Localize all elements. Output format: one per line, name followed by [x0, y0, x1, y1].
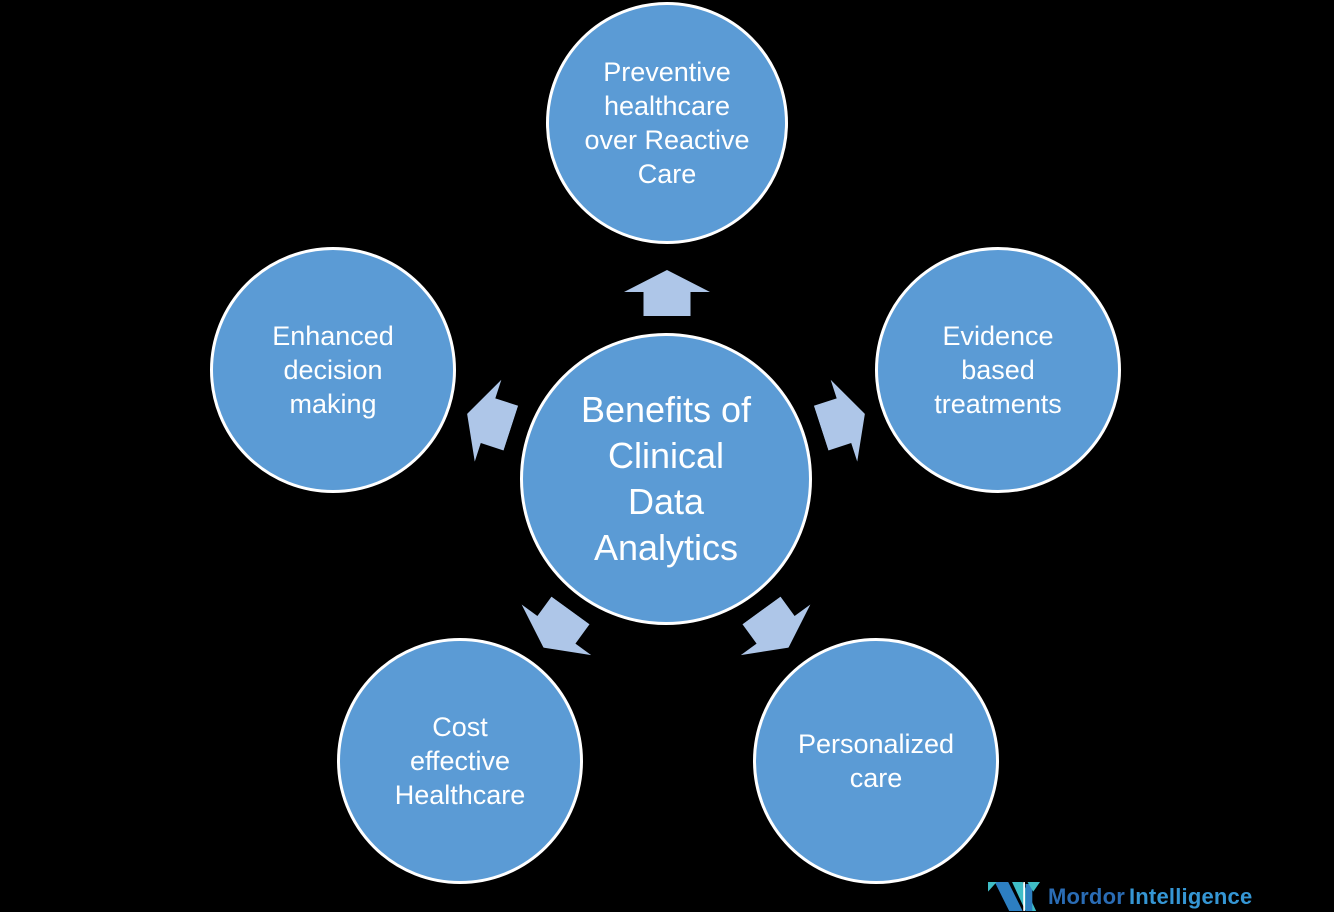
center-circle: Benefits of Clinical Data Analytics — [520, 333, 812, 625]
arrow-lower-left-icon — [509, 585, 606, 673]
node-evidence-based-treatments-label: Evidence based treatments — [934, 321, 1062, 419]
arrow-upper-left-icon — [454, 373, 524, 469]
center-circle-label: Benefits of Clinical Data Analytics — [580, 389, 752, 568]
node-cost-effective-healthcare-label: Cost effective Healthcare — [394, 712, 526, 810]
arrow-upper-right-icon — [808, 373, 878, 469]
logo-text-mordor: Mordor — [1048, 883, 1125, 909]
node-evidence-based-treatments: Evidence based treatments — [875, 247, 1121, 493]
node-cost-effective-healthcare: Cost effective Healthcare — [337, 638, 583, 884]
node-enhanced-decision-making-label: Enhanced decision making — [272, 321, 394, 419]
arrow-lower-right-icon — [727, 585, 824, 673]
arrow-up-icon — [624, 270, 710, 316]
node-preventive-healthcare: Preventive healthcare over Reactive Care — [546, 2, 788, 244]
node-preventive-healthcare-label: Preventive healthcare over Reactive Care — [584, 57, 750, 189]
node-personalized-care: Personalized care — [753, 638, 999, 884]
node-personalized-care-label: Personalized care — [797, 729, 955, 793]
node-enhanced-decision-making: Enhanced decision making — [210, 247, 456, 493]
logo-text-intelligence: Intelligence — [1128, 883, 1253, 909]
mordor-intelligence-m-icon — [988, 882, 1040, 911]
